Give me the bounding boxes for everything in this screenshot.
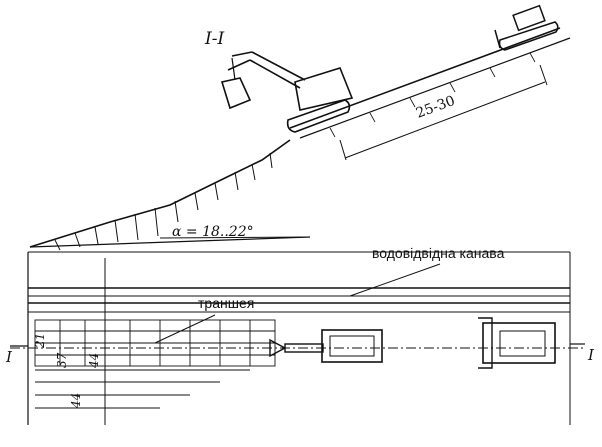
dimension-44-top: 44: [87, 353, 101, 369]
road-hatching: [329, 52, 536, 138]
excavator-side: [220, 51, 354, 133]
trench-label: траншея: [198, 295, 254, 311]
drainage-ditch-label: водовідвідна канава: [372, 245, 505, 261]
excavator-tracks: [286, 99, 351, 133]
bulldozer-cab: [512, 4, 546, 32]
section-mark-left: I: [5, 348, 13, 366]
section-view: I-I α = 18..22°: [29, 4, 571, 251]
angle-reference-line: [159, 236, 311, 239]
excavator-boom: [227, 51, 306, 89]
trench-leader: [154, 314, 216, 344]
section-title: I-I: [204, 29, 224, 49]
haul-road-lower: [299, 37, 571, 139]
excavator-plan: [269, 329, 383, 363]
dimension-25-30: [339, 64, 548, 161]
slope-hatching: [54, 152, 273, 251]
excavator-plan-body: [321, 329, 383, 363]
excavator-body: [294, 67, 354, 111]
plan-view: водовідвідна канава траншея: [5, 245, 595, 425]
bulldozer-plan: [478, 317, 556, 369]
excavator-bucket: [220, 77, 252, 110]
haul-road-upper: [289, 27, 561, 129]
embankment-slope: [29, 139, 291, 248]
bulldozer-plan-body: [482, 322, 556, 364]
dimension-37: 37: [55, 352, 69, 368]
dimension-21: 21: [33, 333, 47, 349]
bulldozer-side: [494, 4, 559, 51]
drainage-ditch-leader: [349, 263, 441, 297]
angle-label: α = 18..22°: [172, 224, 254, 240]
section-base-line: [29, 236, 311, 248]
section-mark-right: I: [587, 346, 595, 364]
dimension-44-bottom: 44: [69, 393, 83, 409]
